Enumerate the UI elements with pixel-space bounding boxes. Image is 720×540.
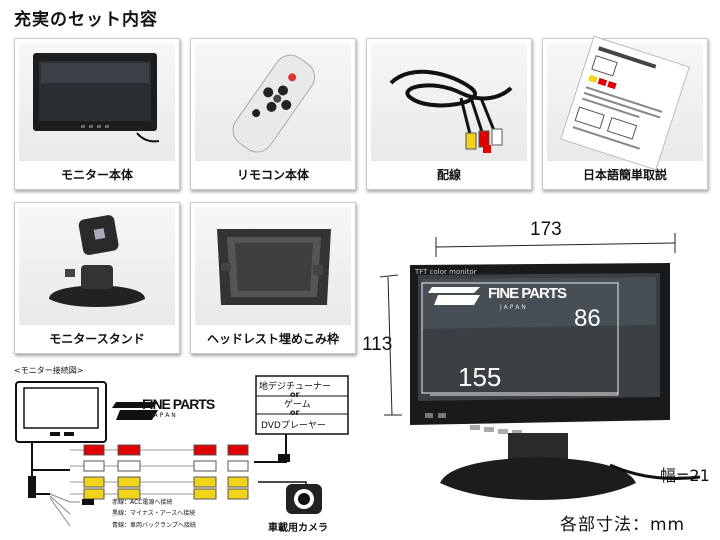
monitor-illustration [33,53,160,143]
height-dimension: 113 [362,334,393,355]
rca-row-yellow-2 [70,488,249,500]
connection-diagram [15,375,349,527]
diagram-title: <モニター接続図> [14,366,84,375]
item-card-manual: 日本語簡単取説 [542,35,708,190]
unit-note: 各部寸法：mm [560,515,686,535]
width-dimension: 173 [530,219,562,240]
remote-image [195,43,351,161]
source-or-1: or [290,390,300,399]
source-game: ゲーム [284,400,311,410]
source-or-2: or [290,408,300,417]
brand-sub-monitor: J A P A N [500,304,526,311]
manual-image [547,35,703,171]
brand-logo-diagram: FINE PARTS [142,396,215,412]
depth-dimension: 幅=21 [660,466,710,485]
item-card-monitor: モニター本体 [14,38,180,190]
source-tuner: 地デジチューナー [259,382,332,392]
item-label: 配線 [436,168,461,182]
frame-illustration [217,229,331,305]
item-label: ヘッドレスト埋めこみ枠 [206,332,339,346]
wire-red-note: 赤線：ACC電源へ接続 [112,499,173,506]
source-dvd: DVDプレーヤー [261,421,326,431]
item-label: 日本語簡単取説 [582,168,667,182]
wire-blue-note: 青線：車両バックランプへ接続 [112,522,196,529]
item-card-frame: ヘッドレスト埋めこみ枠 [190,202,356,354]
item-label: リモコン本体 [236,168,309,182]
cable-illustration [389,69,513,153]
frame-image [195,207,351,325]
rca-row-white [70,460,249,472]
monitor-image [19,43,175,161]
item-label: モニター本体 [60,168,133,182]
stand-image [19,207,175,325]
screen-height-dimension: 86 [574,305,601,332]
monitor-tft-label: TFT color monitor [415,268,477,276]
rca-row-red [70,444,249,456]
item-card-cable: 配線 [366,38,532,190]
monitor-dimension-illustration [379,233,701,500]
rca-row-yellow [70,476,249,488]
item-card-stand: モニタースタンド [14,202,180,354]
camera-label: 車載用カメラ [268,523,328,534]
wire-black-note: 黒線：マイナス・アースへ接続 [112,510,196,517]
page-title: 充実のセット内容 [14,10,158,30]
stand-illustration [49,215,145,307]
manual-illustration [560,35,690,171]
remote-illustration [232,54,316,153]
screen-width-dimension: 155 [458,362,502,392]
item-card-remote: リモコン本体 [190,38,356,190]
cable-image [371,43,527,161]
item-label: モニタースタンド [49,332,145,346]
brand-logo-monitor: FINE PARTS [488,285,567,302]
brand-sub-diagram: J A P A N [150,412,176,419]
